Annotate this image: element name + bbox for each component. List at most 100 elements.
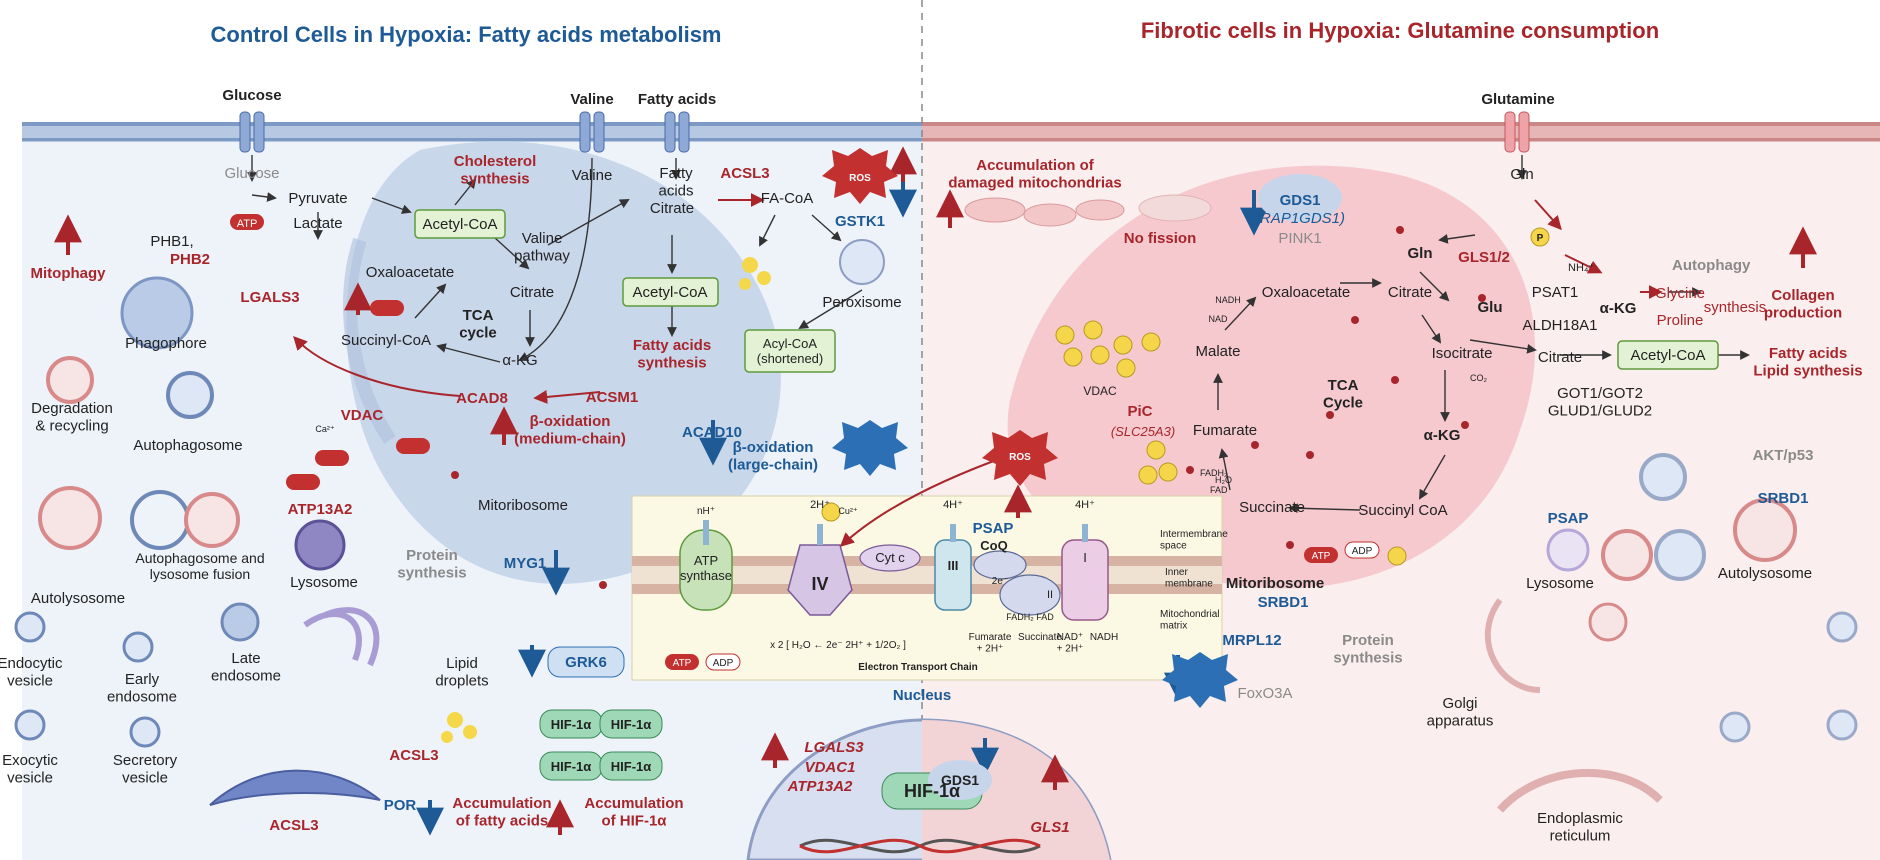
ros-right-label: ROS xyxy=(1009,452,1031,463)
regulation-arrows xyxy=(293,193,1663,547)
autolysosome-right-label: Autolysosome xyxy=(1718,565,1812,582)
adp-right-label: ADP xyxy=(1352,546,1373,557)
succinyl-coa-label: Succinyl-CoA xyxy=(341,332,431,349)
nad-ets-label: NAD⁺+ 2H⁺ xyxy=(1057,632,1084,655)
fatty-acids-channel xyxy=(664,111,690,153)
right-golgi-icon xyxy=(1484,598,1541,693)
mitophagy-label: Mitophagy xyxy=(31,265,107,282)
acetyl-coa-right-label: Acetyl-CoA xyxy=(1630,347,1705,364)
ets-adp-label: ADP xyxy=(713,658,734,669)
acad10-label: ACAD10 xyxy=(682,424,742,441)
right-er-icon xyxy=(1497,768,1663,813)
complex-ii xyxy=(999,574,1061,616)
myg1-label: MYG1 xyxy=(504,555,547,572)
autophagosome-fusion-icon xyxy=(130,490,190,550)
ets-copper-label: Cu²⁺ xyxy=(838,506,858,516)
foxo3a-label: FoxO3A xyxy=(1237,685,1292,702)
acetyl-coa-box xyxy=(414,209,506,239)
hif-box xyxy=(599,751,663,781)
gstk1-label: GSTK1 xyxy=(835,213,885,230)
complex-i-label: I xyxy=(1083,550,1087,565)
atp13a2-nucleus-label: ATP13A2 xyxy=(787,778,853,795)
complex-iv-label: IV xyxy=(811,574,828,594)
no-fission-label: No fission xyxy=(1124,230,1197,247)
secretory-vesicle-icon xyxy=(129,716,161,748)
atp-right-label: ATP xyxy=(1312,551,1331,562)
oxaloacetate-label: Oxaloacetate xyxy=(366,264,454,281)
hif-box xyxy=(599,709,663,739)
hif-label-2: HIF-1α xyxy=(611,717,652,732)
ros-label: ROS xyxy=(849,173,871,184)
ros-burst xyxy=(1162,652,1238,708)
autophagosome-icon xyxy=(166,371,214,419)
hif-label-3: HIF-1α xyxy=(551,759,592,774)
hif-label-4: HIF-1α xyxy=(611,759,652,774)
slc25a3-label: (SLC25A3) xyxy=(1111,424,1175,439)
fadh-label: FADH₂ FAD xyxy=(1006,612,1054,622)
complex-iii xyxy=(934,539,972,611)
glutamine-channel-label: Glutamine xyxy=(1481,91,1554,108)
pyruvate-label: Pyruvate xyxy=(288,190,347,207)
acsl3-er-label: ACSL3 xyxy=(269,817,318,834)
vdac1-nucleus-label: VDAC1 xyxy=(805,759,856,776)
inner-membrane-top xyxy=(632,556,1222,566)
mitoribosome-label: Mitoribosome xyxy=(478,497,568,514)
nucleus-right-half xyxy=(922,720,1110,860)
pink1-label: PINK1 xyxy=(1278,230,1321,247)
fumarate-ets-label: Fumarate+ 2H⁺ xyxy=(969,632,1012,655)
phagophore-label: Phagophore xyxy=(125,335,207,352)
cyt-c-label: Cyt c xyxy=(875,550,905,565)
gls1-nucleus-label: GLS1 xyxy=(1030,819,1069,836)
cytochrome-c xyxy=(859,544,921,572)
nadh-top-label: NADH xyxy=(1215,295,1241,305)
acsl3-bottom-label: ACSL3 xyxy=(389,747,438,764)
phb1-label: PHB1, xyxy=(150,233,193,250)
right-lysosome-icon xyxy=(1546,528,1590,572)
hif-nucleus-label: HIF-1α xyxy=(904,781,960,801)
complex-ii-label: II xyxy=(1047,589,1053,601)
coq-label: CoQ xyxy=(980,538,1007,553)
ros-burst xyxy=(982,430,1058,486)
atp13a2-label: ATP13A2 xyxy=(288,501,353,518)
beta-oxidation-large-label: β-oxidation(large-chain) xyxy=(728,439,818,473)
atp-label: ATP xyxy=(237,218,258,230)
grk6-box xyxy=(547,646,625,678)
succinyl-coa-right-label: Succinyl CoA xyxy=(1358,502,1447,519)
exocytic-vesicle-icon xyxy=(14,709,46,741)
electron-label: 2e⁻ xyxy=(992,576,1008,587)
ets-4h-label-a: 4H⁺ xyxy=(943,499,963,511)
succinate-ets-label: Succinate xyxy=(1018,632,1062,643)
akt-p53-label: AKT/p53 xyxy=(1753,447,1814,464)
fa-coa-label: FA-CoA xyxy=(761,190,814,207)
autolysosome-icon xyxy=(38,486,102,550)
endoplasmic-reticulum-icon xyxy=(209,769,381,806)
lgals3-label: LGALS3 xyxy=(240,289,299,306)
mitochondrion-phagophore-icon xyxy=(120,276,194,350)
ros-burst xyxy=(832,420,908,476)
early-endosome-icon xyxy=(122,631,154,663)
inner-membrane-bottom xyxy=(632,584,1222,594)
atp-pills xyxy=(230,214,1380,671)
glycine-label: Glycine xyxy=(1655,285,1705,302)
golgi-icon xyxy=(303,607,380,667)
calcium-label: Ca²⁺ xyxy=(315,424,335,434)
lysosome-label: Lysosome xyxy=(290,574,358,591)
lgals3-nucleus-label: LGALS3 xyxy=(804,739,864,756)
malate-label: Malate xyxy=(1195,343,1240,360)
nad-top-label: NAD xyxy=(1208,314,1228,324)
gln2-label: Gln xyxy=(1408,245,1433,262)
